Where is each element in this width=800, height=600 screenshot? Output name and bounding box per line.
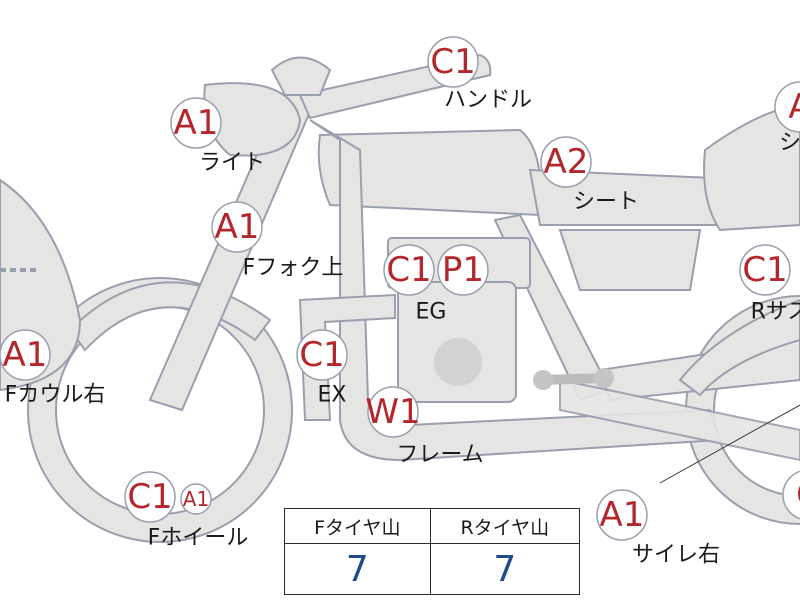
damage-badge-f-fork-upper: A1 — [211, 201, 263, 253]
damage-code: A1 — [600, 495, 645, 535]
tail-part — [703, 103, 800, 232]
part-label-f-wheel: Fホイール — [148, 526, 249, 551]
badge-circle — [180, 483, 212, 515]
badge-circle — [211, 201, 263, 253]
part-label-f-fork-upper: Fフォク上 — [243, 256, 344, 281]
damage-badge-r-suspension: C1 — [739, 244, 791, 296]
part-label-light: ライト — [199, 151, 265, 176]
damage-badge-f-cowl-right: A1 — [0, 329, 51, 381]
damage-badge-frame: W1 — [365, 386, 421, 438]
badge-circle — [367, 386, 419, 438]
badge-circle — [0, 329, 51, 381]
part-label-ex: EX — [318, 383, 347, 408]
damage-code: P1 — [442, 250, 484, 290]
damage-code: A — [788, 87, 800, 127]
part-label-eg: EG — [416, 300, 447, 325]
damage-badge-f-wheel-2: A1 — [180, 483, 212, 515]
part-label-tail-right: シ — [779, 131, 800, 156]
part-label-r-suspension: Rサス — [751, 300, 800, 325]
damage-badge-eg: C1 — [383, 244, 435, 296]
damage-code: A1 — [183, 487, 209, 511]
badge-circle — [383, 244, 435, 296]
badge-circle — [774, 81, 800, 133]
badge-circle — [739, 244, 791, 296]
damage-badge-silencer-right: A1 — [596, 489, 648, 541]
damage-code: A1 — [174, 103, 219, 143]
badge-circle — [296, 329, 348, 381]
damage-badge-ex: C1 — [296, 329, 348, 381]
part-label-seat: シート — [573, 190, 639, 215]
exhaust-part — [298, 293, 396, 421]
damage-badge-light: A1 — [170, 97, 222, 149]
damage-badge-r-wheel: C — [782, 470, 800, 520]
damage-code: C1 — [299, 335, 344, 375]
part-label-silencer-right: サイレ右 — [632, 543, 720, 568]
damage-code: C — [796, 475, 800, 515]
tire-tread-table: Fタイヤ山 Rタイヤ山 7 7 — [284, 508, 581, 595]
badge-circle — [540, 136, 592, 188]
damage-code: A2 — [544, 142, 589, 182]
damage-badge-handle: C1 — [427, 36, 479, 88]
badge-circle — [782, 470, 800, 520]
damage-code: C1 — [127, 477, 172, 517]
badge-circle — [124, 471, 176, 523]
badge-circle — [427, 36, 479, 88]
damage-badge-tail-right: A — [774, 81, 800, 133]
rear-tire-value: 7 — [429, 543, 581, 595]
damage-code: A1 — [215, 207, 260, 247]
damage-badge-eg-2: P1 — [437, 244, 489, 296]
part-label-f-cowl-right: Fカウル右 — [5, 383, 106, 408]
badge-circle — [170, 97, 222, 149]
damage-code: C1 — [386, 250, 431, 290]
damage-code: A1 — [3, 335, 48, 375]
rear-shock-part — [678, 298, 800, 397]
front-tire-header: Fタイヤ山 — [284, 508, 431, 544]
damage-badge-f-wheel: C1 — [124, 471, 176, 523]
part-label-handle: ハンドル — [444, 88, 532, 113]
damage-code: C1 — [430, 42, 475, 82]
damage-code: W1 — [365, 392, 420, 432]
part-label-frame: フレーム — [396, 443, 483, 468]
rear-tire-header: Rタイヤ山 — [429, 508, 581, 544]
silencer-leader-line — [659, 404, 800, 484]
front-tire-value: 7 — [284, 543, 431, 595]
badge-circle — [596, 489, 648, 541]
damage-code: C1 — [742, 250, 787, 290]
damage-badge-seat: A2 — [540, 136, 592, 188]
badge-circle — [437, 244, 489, 296]
